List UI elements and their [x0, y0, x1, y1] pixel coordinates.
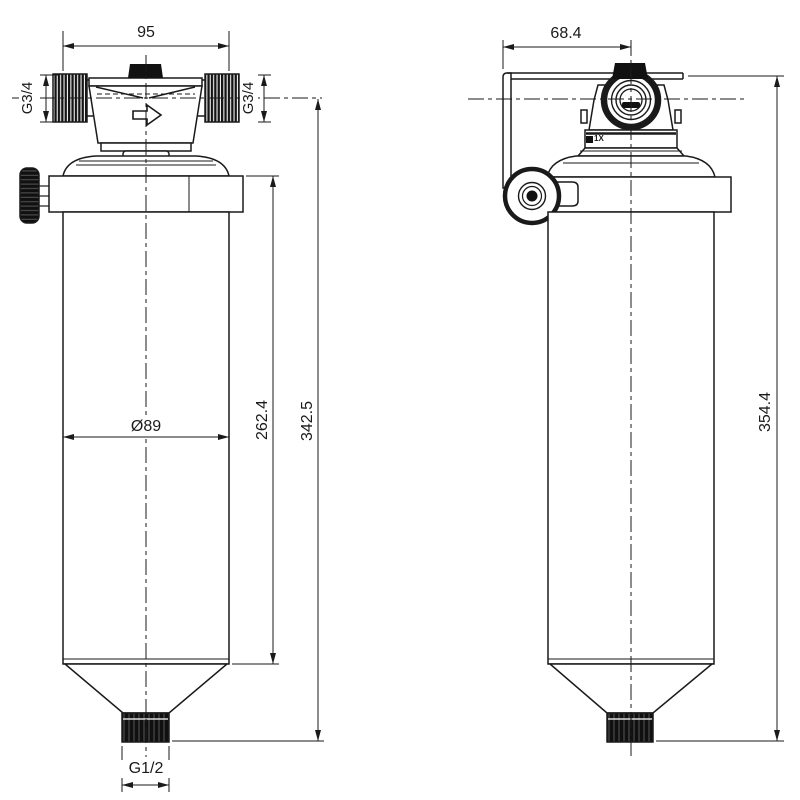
front-drain-valve-knob	[19, 167, 40, 224]
dim-bracket-depth-lines	[502, 40, 631, 69]
dim-label-outlet-thread: G3/4	[240, 68, 258, 128]
dim-label-bracket-depth: 68.4	[526, 25, 606, 43]
flow-direction-arrow-icon	[132, 103, 163, 127]
side-drain-valve-knob	[502, 166, 562, 226]
centerlines	[12, 40, 744, 757]
dim-label-drain-thread: G1/2	[116, 760, 176, 778]
dimension-lines	[40, 31, 784, 792]
side-head-top-knob	[612, 63, 648, 79]
dim-label-front-overall-height: 342.5	[299, 389, 317, 453]
dim-flange-to-bottom-lines	[232, 175, 279, 665]
side-bottom-cap	[606, 712, 654, 743]
dim-head-width-lines	[62, 31, 230, 71]
front-housing-dome	[62, 155, 230, 177]
dim-label-housing-diameter: Ø89	[106, 418, 186, 436]
dim-label-head-width: 95	[116, 24, 176, 42]
dim-label-inlet-thread: G3/4	[19, 68, 37, 128]
side-view	[502, 63, 732, 743]
mounting-bracket	[502, 72, 684, 189]
dim-side-overall-height-lines	[656, 75, 784, 742]
head-brand-marking: 1X	[586, 134, 604, 144]
side-flange-ring	[544, 176, 732, 213]
dim-front-overall-height-lines	[172, 99, 324, 742]
front-view	[19, 64, 244, 743]
front-flange-ring	[39, 175, 244, 213]
dim-inlet-thread-lines	[40, 74, 59, 123]
dim-label-side-overall-height: 354.4	[757, 380, 775, 444]
head-marking-text: 1X	[594, 134, 604, 143]
brand-logo-icon	[586, 135, 593, 143]
dim-label-flange-to-bottom: 262.4	[254, 388, 272, 452]
dim-housing-diameter-lines	[63, 434, 229, 440]
